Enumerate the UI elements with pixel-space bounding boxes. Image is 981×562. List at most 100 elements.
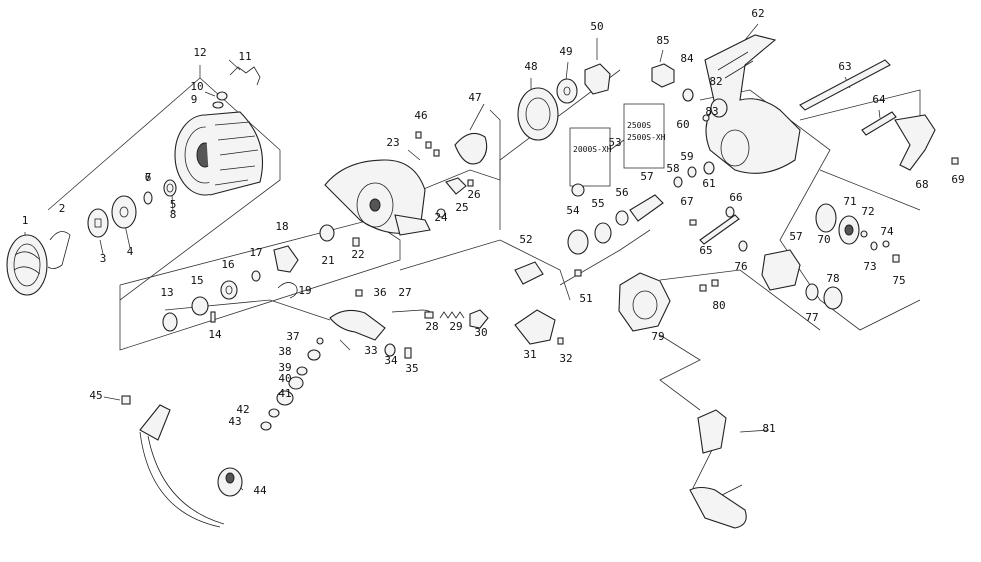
part-label-57: 57 [640, 170, 653, 183]
part-label-17: 17 [249, 246, 262, 259]
part-label-13: 13 [160, 286, 173, 299]
model-label-2500s-xh: 2500S-XH [627, 133, 666, 142]
part-label-18: 18 [275, 220, 288, 233]
part-label-64: 64 [872, 93, 886, 106]
part-label-71: 71 [843, 195, 856, 208]
part-label-49: 49 [559, 45, 572, 58]
part-label-41: 41 [278, 387, 291, 400]
part-label-34: 34 [384, 354, 398, 367]
part-label-9: 9 [191, 93, 198, 106]
part-label-66: 66 [729, 191, 742, 204]
part-label-46: 46 [414, 109, 427, 122]
part-label-58: 58 [666, 162, 679, 175]
rotor-part [324, 159, 431, 236]
model-label-2500s: 2500S [627, 121, 651, 130]
part-label-73: 73 [863, 260, 876, 273]
handle-part [689, 409, 747, 529]
part-label-69: 69 [951, 173, 964, 186]
washer-part-3 [87, 208, 109, 238]
drag-knob-part [6, 234, 48, 296]
part-label-44: 44 [253, 484, 267, 497]
part-label-26: 26 [467, 188, 480, 201]
part-label-74: 74 [880, 225, 894, 238]
part-label-6: 6 [145, 171, 152, 184]
part-label-19: 19 [298, 284, 311, 297]
part-label-38: 38 [278, 345, 291, 358]
part-label-7: 7 [145, 171, 152, 184]
part-label-63: 63 [838, 60, 851, 73]
part-label-29: 29 [449, 320, 462, 333]
part-label-31: 31 [523, 348, 536, 361]
part-label-70: 70 [817, 233, 830, 246]
part-label-33: 33 [364, 344, 377, 357]
part-label-61: 61 [702, 177, 715, 190]
part-label-65: 65 [699, 244, 712, 257]
washer-part-4 [111, 195, 137, 229]
part-label-39: 39 [278, 361, 291, 374]
part-label-24: 24 [434, 211, 448, 224]
part-label-28: 28 [425, 320, 438, 333]
part-label-12: 12 [193, 46, 206, 59]
part-label-4: 4 [127, 245, 134, 258]
part-label-54: 54 [566, 204, 580, 217]
part-label-27: 27 [398, 286, 411, 299]
part-label-5: 5 [170, 198, 177, 211]
part-label-50: 50 [590, 20, 603, 33]
part-label-8: 8 [170, 208, 177, 221]
part-label-84: 84 [680, 52, 694, 65]
part-label-30: 30 [474, 326, 487, 339]
part-label-77: 77 [805, 311, 818, 324]
part-label-51: 51 [579, 292, 592, 305]
part-label-47: 47 [468, 91, 481, 104]
part-label-25: 25 [455, 201, 468, 214]
part-label-45: 45 [89, 389, 102, 402]
part-label-59: 59 [680, 150, 693, 163]
part-label-3: 3 [100, 252, 107, 265]
part-label-48: 48 [524, 60, 537, 73]
part-label-68: 68 [915, 178, 928, 191]
part-label-81: 81 [762, 422, 775, 435]
part-label-2: 2 [59, 202, 66, 215]
part-label-76: 76 [734, 260, 747, 273]
part-label-32: 32 [559, 352, 572, 365]
part-label-16: 16 [221, 258, 234, 271]
part-label-72: 72 [861, 205, 874, 218]
part-label-42: 42 [236, 403, 249, 416]
part-label-36: 36 [373, 286, 386, 299]
spring-part [47, 231, 71, 269]
part-label-1: 1 [22, 214, 29, 227]
part-label-83: 83 [705, 105, 718, 118]
part-label-35: 35 [405, 362, 418, 375]
part-label-55: 55 [591, 197, 604, 210]
part-label-52: 52 [519, 233, 532, 246]
part-label-10: 10 [190, 80, 203, 93]
part-label-78: 78 [826, 272, 839, 285]
part-label-82: 82 [709, 75, 722, 88]
parts-artwork [6, 34, 959, 529]
part-label-85: 85 [656, 34, 669, 47]
part-label-75: 75 [892, 274, 905, 287]
part-label-15: 15 [190, 274, 203, 287]
part-label-56: 56 [615, 186, 628, 199]
body-part [704, 34, 801, 174]
part-label-11: 11 [238, 50, 251, 63]
part-label-67: 67 [680, 195, 693, 208]
part-label-53: 53 [608, 136, 621, 149]
part-label-22: 22 [351, 248, 364, 261]
spool-part [174, 111, 264, 196]
part-label-60: 60 [676, 118, 689, 131]
part-label-40: 40 [278, 372, 291, 385]
part-label-43: 43 [228, 415, 241, 428]
part-label-14: 14 [208, 328, 222, 341]
clip-part [229, 66, 261, 86]
part-label-23: 23 [386, 136, 399, 149]
model-label-2000s-xh: 2000S-XH [573, 145, 612, 154]
part-label-62: 62 [751, 7, 764, 20]
part-label-37: 37 [286, 330, 299, 343]
part-label-80: 80 [712, 299, 725, 312]
part-label-57: 57 [789, 230, 802, 243]
part-label-21: 21 [321, 254, 334, 267]
bail-part [121, 395, 243, 528]
